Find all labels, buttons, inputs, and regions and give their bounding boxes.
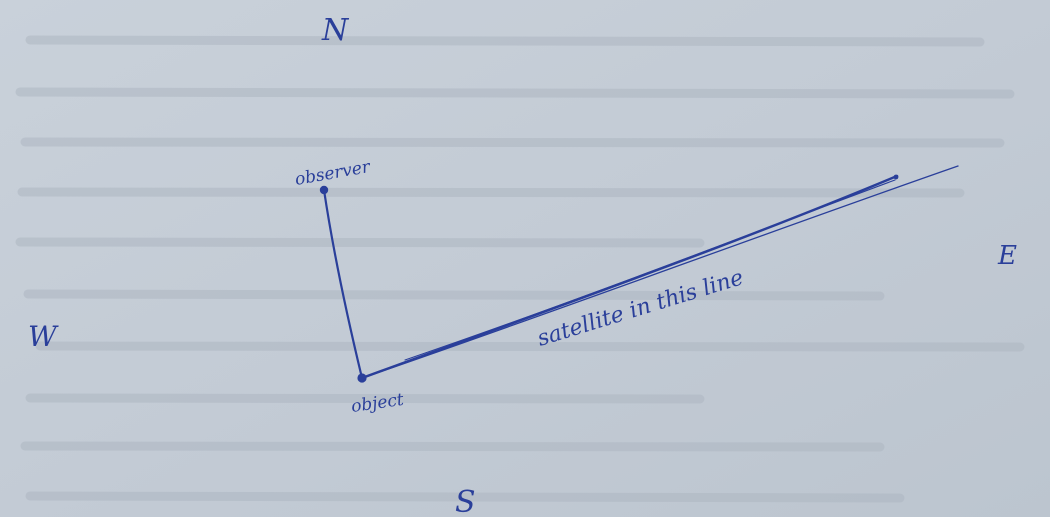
bleed-through-text	[15, 35, 1025, 503]
compass-east: E	[997, 241, 1017, 271]
compass-south: S	[455, 485, 476, 517]
satellite-end-dot	[893, 174, 899, 180]
satellite-line	[360, 165, 959, 380]
observer-object-line	[322, 188, 364, 380]
observer-dot	[319, 185, 329, 195]
object-dot	[357, 373, 367, 383]
compass-north: N	[321, 13, 350, 48]
compass-west: W	[28, 320, 59, 353]
